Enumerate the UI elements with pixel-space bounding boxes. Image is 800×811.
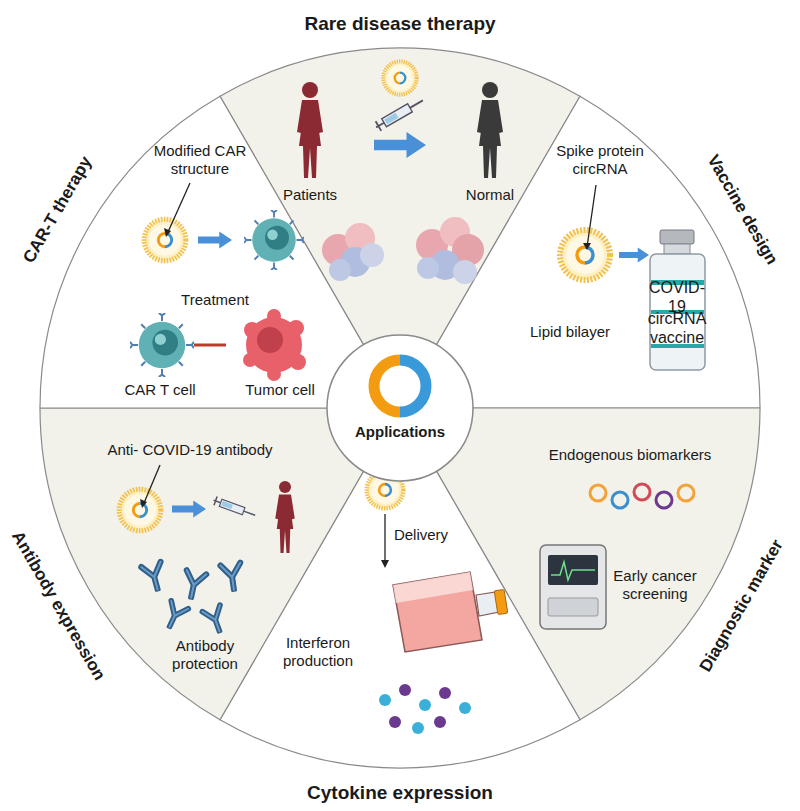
item-label: circRNA vaccine [646,309,709,347]
item-label: Delivery [389,526,453,544]
item-label: Treatment [170,291,260,309]
sector-title: Rare disease therapy [260,13,540,36]
item-label: Anti- COVID-19 antibody [100,441,280,459]
item-label: Modified CAR structure [150,142,250,178]
item-label: Interferon production [273,634,363,670]
item-label: Lipid bilayer [520,323,620,341]
center-label: Applications [335,423,465,441]
item-label: Normal [455,186,525,204]
item-label: Spike protein circRNA [545,142,655,178]
item-label: Patients [270,186,350,204]
item-label: Early cancer screening [610,567,700,603]
item-label: Endogenous biomarkers [540,446,720,464]
center-outline [325,333,475,483]
center-circle: Applications [325,333,475,483]
sector-title: Cytokine expression [260,782,540,805]
item-label: Tumor cell [240,381,320,399]
item-label: Antibody protection [163,637,247,673]
item-label: CAR T cell [120,381,200,399]
